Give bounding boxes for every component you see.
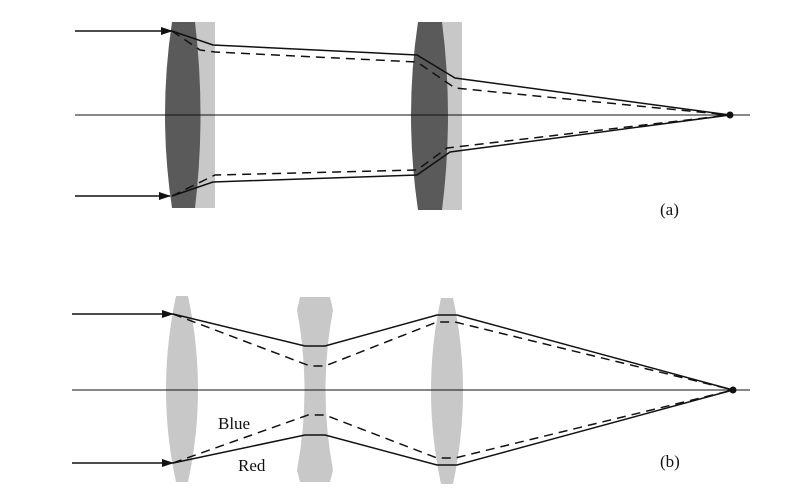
ray-top-dashed (171, 30, 731, 116)
dark-crown-lens-2 (411, 22, 448, 210)
ray-top-solid (171, 30, 731, 116)
panel-b: Blue Red (b) (72, 296, 750, 484)
convex-lens-3 (431, 298, 463, 484)
panel-label-b: (b) (660, 452, 680, 471)
red-ray-bottom (172, 389, 734, 466)
panel-a: (a) (75, 22, 750, 219)
convex-lens-1 (166, 296, 198, 482)
blue-ray-bottom (172, 389, 734, 464)
ray-bottom-dashed (171, 114, 731, 197)
red-ray-top (172, 313, 734, 391)
blue-label: Blue (218, 414, 250, 433)
ray-bottom-solid (171, 114, 731, 197)
blue-ray-top (172, 313, 734, 391)
panel-label-a: (a) (660, 200, 679, 219)
red-label: Red (238, 456, 266, 475)
